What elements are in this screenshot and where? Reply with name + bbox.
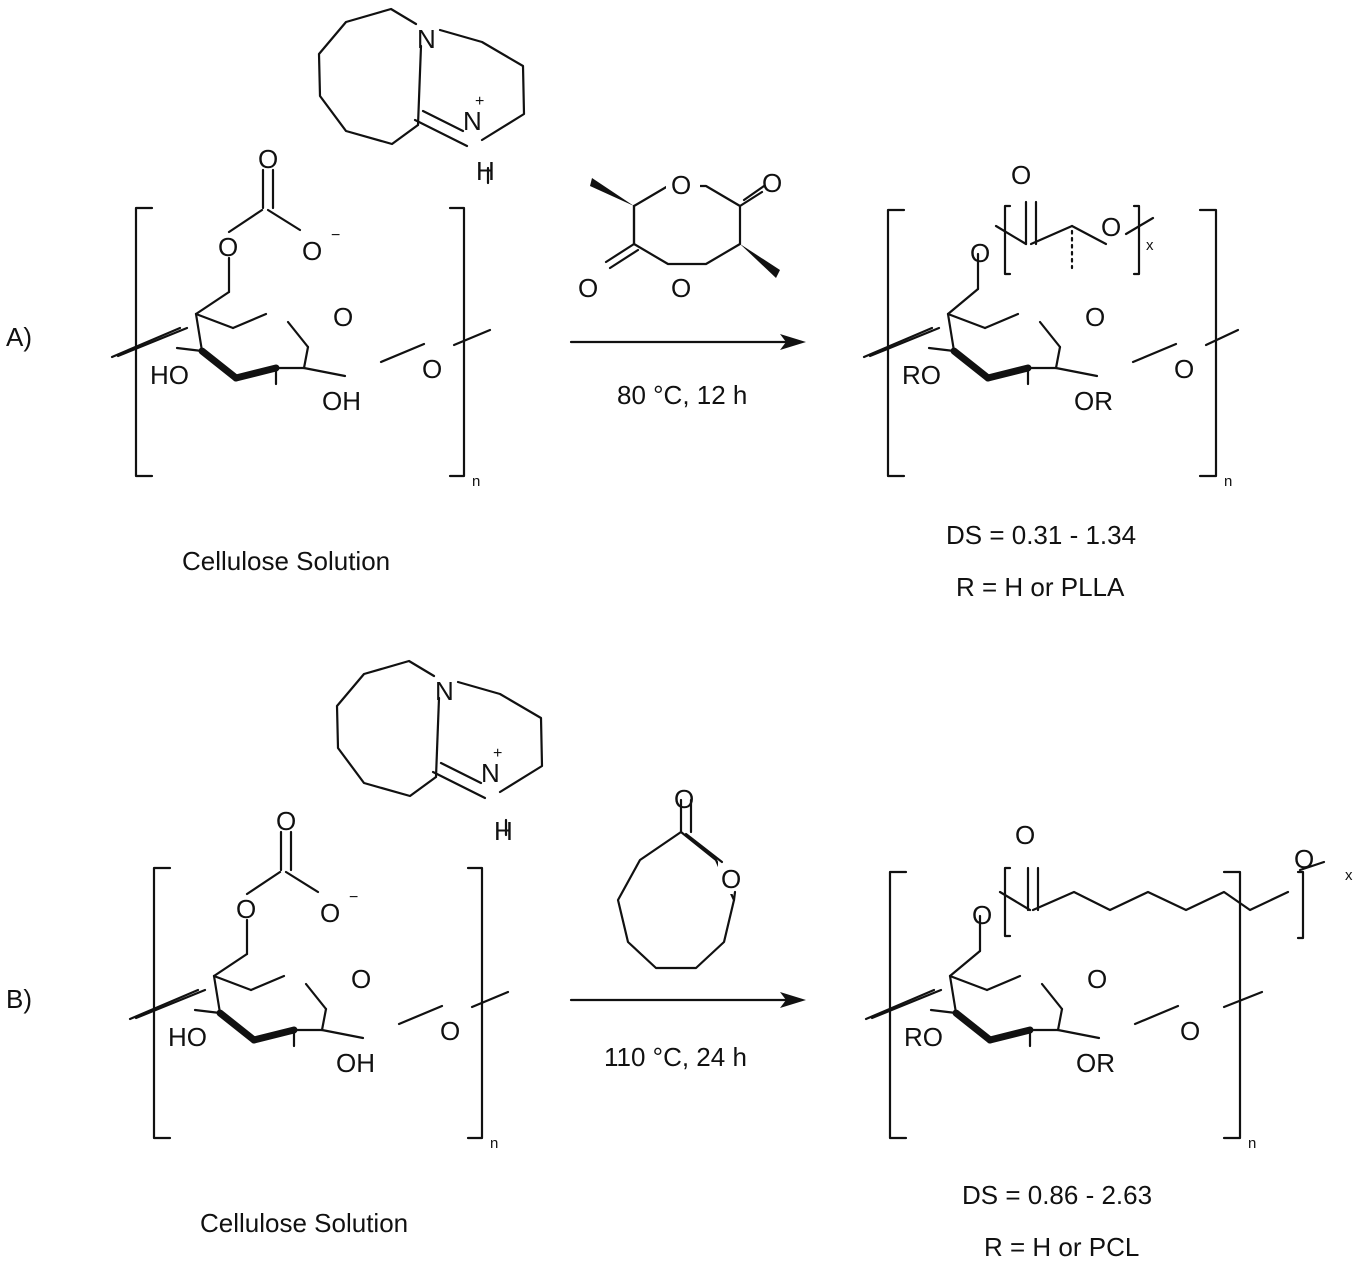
oxygen-label: O bbox=[970, 238, 990, 268]
repeat-n-label: n bbox=[1224, 473, 1232, 490]
plus-charge: + bbox=[493, 745, 502, 762]
degree-of-substitution-b: DS = 0.86 - 2.63 bbox=[962, 1180, 1152, 1210]
reaction-conditions-b: 110 °C, 24 h bbox=[604, 1042, 747, 1072]
oxygen-label: O bbox=[236, 894, 256, 924]
oxygen-label: O bbox=[1011, 160, 1031, 190]
repeat-x-label: x bbox=[1345, 867, 1353, 884]
oxygen-label: O bbox=[578, 273, 598, 303]
oxygen-label: O bbox=[258, 144, 278, 174]
ring-oxygen-label: O bbox=[333, 302, 353, 332]
oxygen-label: O bbox=[671, 170, 691, 200]
plus-charge: + bbox=[475, 93, 484, 110]
nitrogen-label: N bbox=[463, 106, 482, 136]
ring-oxygen-label: O bbox=[1085, 302, 1105, 332]
scheme-a-label: A) bbox=[6, 322, 32, 352]
repeat-n-label: n bbox=[472, 473, 480, 490]
scheme-b-label: B) bbox=[6, 984, 32, 1014]
scheme-b: B) N N + H O O O − O HO bbox=[6, 659, 1353, 1261]
hydroxyl-label: HO bbox=[168, 1022, 207, 1052]
repeat-x-label: x bbox=[1146, 237, 1154, 254]
oxygen-label: O bbox=[762, 168, 782, 198]
oxygen-label: O bbox=[1294, 844, 1314, 874]
hydroxyl-label: OH bbox=[336, 1048, 375, 1078]
oxygen-label: O bbox=[1015, 820, 1035, 850]
caprolactone-reagent: O O bbox=[616, 784, 752, 970]
nitrogen-label: N bbox=[417, 24, 436, 54]
cellulose-pcl-product: O O O x O RO OR O n bbox=[864, 820, 1353, 1152]
degree-of-substitution-a: DS = 0.31 - 1.34 bbox=[946, 520, 1136, 550]
reaction-conditions-a: 80 °C, 12 h bbox=[617, 380, 747, 410]
glycosidic-oxygen-label: O bbox=[422, 354, 442, 384]
cellulose-carbonate-a: O O O − O HO OH O n bbox=[110, 144, 492, 490]
glycosidic-oxygen-label: O bbox=[1174, 354, 1194, 384]
alkoxy-label: RO bbox=[902, 360, 941, 390]
dbu-cation-b: N N + H bbox=[335, 659, 544, 846]
glycosidic-oxygen-label: O bbox=[1180, 1016, 1200, 1046]
dbu-cation-a: N N + H bbox=[317, 7, 526, 186]
glycosidic-oxygen-label: O bbox=[440, 1016, 460, 1046]
scheme-b-caption: Cellulose Solution bbox=[200, 1208, 408, 1238]
oxygen-label: O bbox=[674, 784, 694, 814]
cellulose-carbonate-b: O O O − O HO OH O n bbox=[128, 806, 510, 1152]
scheme-a-caption: Cellulose Solution bbox=[182, 546, 390, 576]
ring-oxygen-label: O bbox=[351, 964, 371, 994]
minus-charge: − bbox=[331, 227, 340, 244]
oxygen-label: O bbox=[972, 900, 992, 930]
repeat-n-label: n bbox=[1248, 1135, 1256, 1152]
alkoxy-label: RO bbox=[904, 1022, 943, 1052]
hydrogen-label: H bbox=[494, 816, 513, 846]
ring-oxygen-label: O bbox=[1087, 964, 1107, 994]
oxygen-label: O bbox=[1101, 212, 1121, 242]
cellulose-plla-product: O O O x O RO OR O n bbox=[862, 160, 1240, 490]
nitrogen-label: N bbox=[481, 758, 500, 788]
oxygen-label: O bbox=[218, 232, 238, 262]
oxygen-label: O bbox=[320, 898, 340, 928]
hydroxyl-label: HO bbox=[150, 360, 189, 390]
r-group-definition-a: R = H or PLLA bbox=[956, 572, 1125, 602]
hydroxyl-label: OH bbox=[322, 386, 361, 416]
repeat-n-label: n bbox=[490, 1135, 498, 1152]
oxygen-label: O bbox=[721, 864, 741, 894]
reaction-arrow-a bbox=[569, 334, 806, 350]
alkoxy-label: OR bbox=[1074, 386, 1113, 416]
scheme-a: A) N N + H O O O − O HO bbox=[6, 7, 1240, 602]
reaction-arrow-b bbox=[569, 992, 806, 1008]
hydrogen-label: H bbox=[476, 156, 495, 186]
oxygen-label: O bbox=[276, 806, 296, 836]
lactide-reagent: O O O O bbox=[578, 168, 782, 303]
oxygen-label: O bbox=[671, 273, 691, 303]
r-group-definition-b: R = H or PCL bbox=[984, 1232, 1139, 1261]
alkoxy-label: OR bbox=[1076, 1048, 1115, 1078]
oxygen-label: O bbox=[302, 236, 322, 266]
nitrogen-label: N bbox=[435, 676, 454, 706]
minus-charge: − bbox=[349, 889, 358, 906]
